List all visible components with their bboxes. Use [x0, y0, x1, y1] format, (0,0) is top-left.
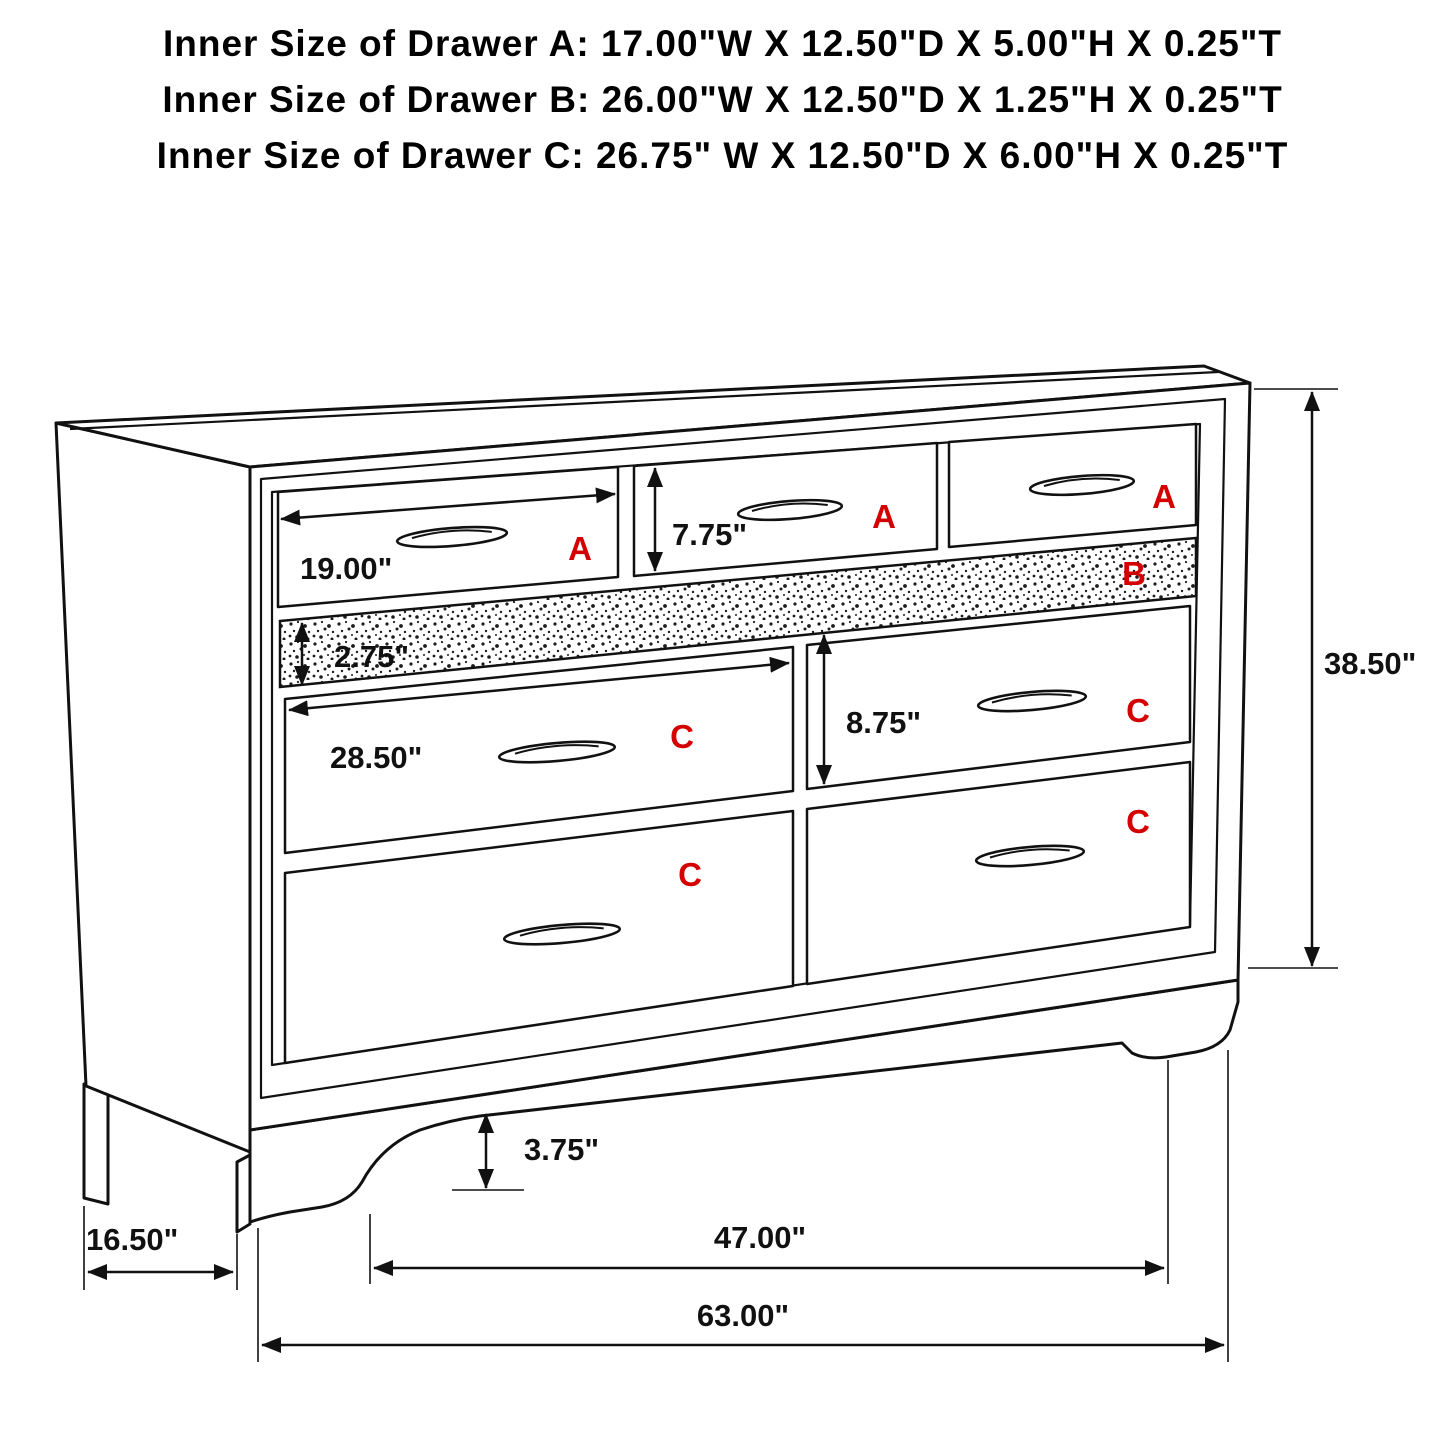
drawer-a-right-handle	[1028, 473, 1136, 497]
drawer-a-left-handle	[395, 525, 509, 549]
dimension-arrows	[87, 391, 1320, 1353]
dim-text-c-drawer-width: 28.50"	[330, 740, 422, 775]
left-side-panel	[54, 421, 252, 1154]
drawer-letter-labels: A A A B C C C C	[568, 478, 1176, 893]
label-drawer-c-left-bottom: C	[678, 856, 702, 893]
dim-text-a-drawer-height: 7.75"	[672, 517, 747, 552]
dim-text-a-drawer-width: 19.00"	[300, 551, 392, 586]
extension-lines	[83, 388, 1338, 1362]
label-drawer-b: B	[1122, 555, 1146, 592]
label-drawer-c-right-top: C	[1126, 692, 1150, 729]
dim-text-c-drawer-height: 8.75"	[846, 705, 921, 740]
back-left-leg	[82, 1082, 110, 1206]
dim-text-depth: 16.50"	[86, 1222, 178, 1257]
dim-text-foot-height: 3.75"	[524, 1132, 599, 1167]
drawer-c-left-top-handle	[497, 740, 617, 764]
label-drawer-a-left: A	[568, 530, 592, 567]
front-left-foot-side	[235, 1153, 252, 1234]
dim-text-overall-width: 63.00"	[697, 1298, 789, 1333]
drawer-handles	[395, 473, 1136, 946]
drawer-b-sparkle-band	[278, 536, 1198, 689]
dim-text-b-band-height: 2.75"	[334, 639, 409, 674]
drawer-c-right-bottom-handle	[974, 844, 1086, 868]
dim-text-overall-height: 38.50"	[1324, 646, 1416, 681]
drawer-c-left-bottom-handle	[502, 922, 622, 946]
dim-arrow-c-drawer-width	[288, 656, 790, 717]
inner-size-line-b: Inner Size of Drawer B: 26.00"W X 12.50"…	[162, 79, 1283, 121]
top-edge-line	[69, 370, 1219, 431]
label-drawer-a-right: A	[1152, 478, 1176, 515]
label-drawer-a-middle: A	[872, 498, 896, 535]
drawer-c-right-bottom	[805, 760, 1192, 986]
front-frame-bevel	[259, 397, 1227, 1100]
dim-arrow-a-drawer-width	[280, 487, 616, 526]
drawer-c-right-top-handle	[976, 689, 1088, 713]
label-drawer-c-right-bottom: C	[1126, 803, 1150, 840]
drawer-a-middle-handle	[736, 498, 844, 522]
base-and-feet	[248, 978, 1240, 1224]
label-drawer-c-left-top: C	[670, 718, 694, 755]
inner-size-line-a: Inner Size of Drawer A: 17.00"W X 12.50"…	[163, 23, 1282, 64]
inner-size-title-block: Inner Size of Drawer A: 17.00"W X 12.50"…	[0, 16, 1445, 185]
dim-text-foot-span-width: 47.00"	[714, 1220, 806, 1255]
dimension-texts: 19.00" 7.75" 2.75" 28.50" 8.75" 38.50" 3…	[86, 517, 1416, 1333]
inner-size-line-c: Inner Size of Drawer C: 26.75" W X 12.50…	[156, 135, 1289, 177]
